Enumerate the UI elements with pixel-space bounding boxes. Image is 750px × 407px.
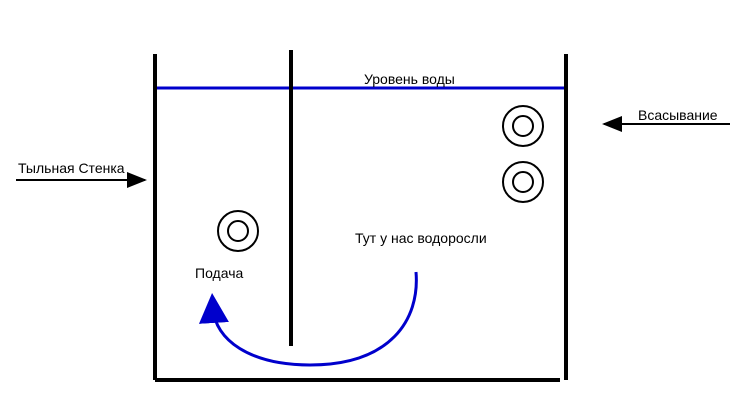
- flow-arrow: [198, 271, 418, 367]
- supply-label: Подача: [195, 265, 244, 281]
- intake-pipe-icon: [502, 161, 544, 203]
- water-level-label: Уровень воды: [364, 71, 455, 87]
- algae-label: Тут у нас водоросли: [355, 230, 487, 246]
- intake-pipe-icon: [502, 105, 544, 147]
- outlet-pipe-icon: [217, 210, 259, 252]
- suction-label: Всасывание: [638, 107, 718, 123]
- back-wall-label: Тыльная Стенка: [18, 160, 125, 176]
